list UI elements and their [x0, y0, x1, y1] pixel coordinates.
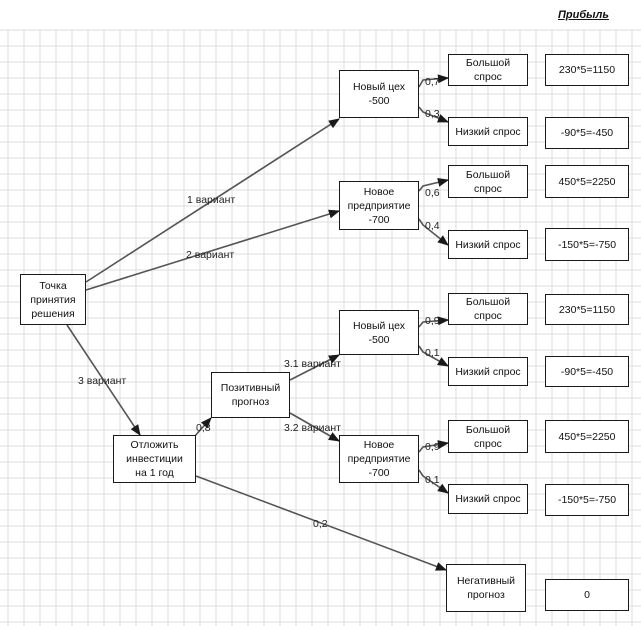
- edge-prob-0-9-a: [418, 316, 450, 328]
- edge-variant-3: [66, 324, 141, 436]
- profit-value-1: 230*5=1150: [545, 54, 629, 86]
- edge-variant-1: [85, 118, 340, 283]
- edge-prob-0-2: [195, 475, 448, 571]
- outcome-high-demand-3: Большой спрос: [448, 293, 528, 325]
- label-prob-0-4: 0,4: [425, 220, 440, 232]
- outcome-low-demand-3: Низкий спрос: [448, 357, 528, 386]
- edge-prob-0-9-b: [418, 440, 450, 453]
- new-enterprise-node-1: Новое предприятие -700: [339, 181, 419, 230]
- edge-prob-0-1-a: [418, 345, 449, 367]
- outcome-high-demand-2: Большой спрос: [448, 165, 528, 198]
- profit-value-5: 230*5=1150: [545, 294, 629, 325]
- profit-value-6: -90*5=-450: [545, 356, 629, 387]
- profit-value-2: -90*5=-450: [545, 117, 629, 149]
- label-prob-0-6: 0,6: [425, 187, 440, 199]
- label-prob-0-2: 0,2: [313, 518, 328, 530]
- decision-point-node: Точка принятия решения: [20, 274, 86, 325]
- label-prob-0-3: 0,3: [425, 108, 440, 120]
- edge-variant-2: [85, 209, 341, 291]
- profit-value-4: -150*5=-750: [545, 228, 629, 261]
- edge-prob-0-7: [418, 74, 450, 88]
- profit-value-7: 450*5=2250: [545, 420, 629, 453]
- edge-prob-0-4: [418, 218, 449, 246]
- outcome-high-demand-1: Большой спрос: [448, 54, 528, 86]
- profit-value-3: 450*5=2250: [545, 165, 629, 198]
- edge-prob-0-1-b: [418, 469, 449, 494]
- label-variant-3-2: 3.2 вариант: [284, 422, 341, 434]
- edge-prob-0-6: [418, 177, 450, 192]
- label-variant-3: 3 вариант: [78, 375, 127, 387]
- new-shop-node-2: Новый цех -500: [339, 310, 419, 355]
- edge-variant-3-2: [289, 412, 340, 442]
- postpone-investment-node: Отложить инвестиции на 1 год: [113, 435, 196, 483]
- label-prob-0-7: 0,7: [425, 76, 440, 88]
- edge-prob-0-8: [193, 417, 212, 438]
- label-variant-2: 2 вариант: [186, 249, 235, 261]
- profit-header: Прибыль: [558, 9, 609, 21]
- label-variant-1: 1 вариант: [187, 194, 236, 206]
- outcome-low-demand-2: Низкий спрос: [448, 230, 528, 259]
- new-enterprise-node-2: Новое предприятие -700: [339, 435, 419, 483]
- outcome-low-demand-1: Низкий спрос: [448, 117, 528, 146]
- label-prob-0-8: 0,8: [196, 422, 211, 434]
- profit-value-9: 0: [545, 579, 629, 611]
- label-prob-0-1-b: 0,1: [425, 474, 440, 486]
- label-prob-0-1-a: 0,1: [425, 347, 440, 359]
- positive-forecast-node: Позитивный прогноз: [211, 372, 290, 418]
- outcome-low-demand-4: Низкий спрос: [448, 484, 528, 514]
- new-shop-node-1: Новый цех -500: [339, 70, 419, 118]
- label-prob-0-9-b: 0,9: [425, 441, 440, 453]
- negative-forecast-node: Негативный прогноз: [446, 564, 526, 612]
- profit-value-8: -150*5=-750: [545, 484, 629, 516]
- edge-prob-0-3: [418, 106, 450, 123]
- label-variant-3-1: 3.1 вариант: [284, 358, 341, 370]
- outcome-high-demand-4: Большой спрос: [448, 420, 528, 453]
- edge-variant-3-1: [289, 354, 340, 381]
- label-prob-0-9-a: 0,9: [425, 315, 440, 327]
